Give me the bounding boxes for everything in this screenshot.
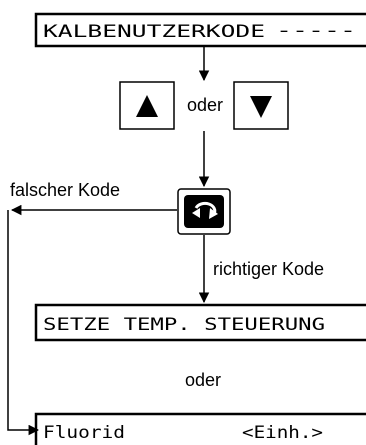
display-1-text: KALBENUTZERKODE	[43, 22, 265, 42]
display-fluorid: Fluorid <Einh.>	[34, 412, 366, 445]
triangle-up-icon	[136, 95, 158, 117]
display-1-dashes: -----	[276, 21, 356, 41]
enter-button[interactable]	[177, 188, 231, 235]
display-3-right-text: <Einh.>	[242, 423, 323, 443]
down-button[interactable]	[233, 81, 289, 130]
display-setze-temp-steuerung: SETZE TEMP. STEUERUNG	[34, 303, 366, 342]
oder-label-1: oder	[187, 95, 223, 115]
line-wrong-branch-down	[7, 210, 40, 436]
enter-loop-icon	[192, 201, 218, 219]
up-button[interactable]	[119, 81, 175, 130]
display-kalbenutzerkode: KALBENUTZERKODE -----	[34, 12, 366, 48]
oder-label-2: oder	[185, 370, 221, 390]
triangle-down-icon	[250, 96, 272, 118]
branch-wrong-label: falscher Kode	[10, 180, 120, 200]
display-3-left-text: Fluorid	[43, 423, 125, 443]
branch-right-label: richtiger Kode	[213, 259, 324, 279]
display-2-text: SETZE TEMP. STEUERUNG	[43, 315, 325, 335]
